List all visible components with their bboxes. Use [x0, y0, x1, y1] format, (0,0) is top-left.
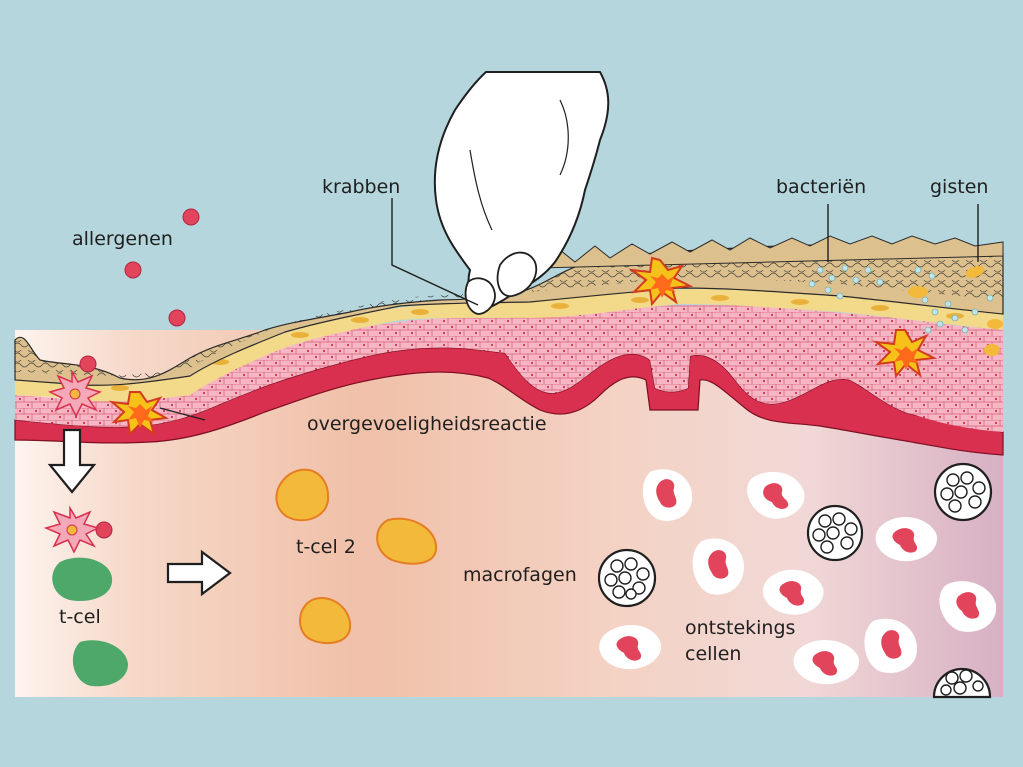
label-inflammatory-1: ontstekings — [685, 617, 796, 639]
dendritic-cell-icon — [47, 369, 103, 418]
damage-burst-icon — [628, 256, 694, 307]
label-tcell2: t-cel 2 — [296, 536, 356, 558]
damage-burst-icon — [872, 329, 938, 379]
yeast-cluster — [908, 266, 1003, 356]
label-macrophages: macrofagen — [463, 564, 577, 586]
right-arrow-icon — [166, 549, 232, 597]
label-scratching: krabben — [322, 176, 401, 198]
label-allergens: allergenen — [72, 228, 173, 250]
allergen-particles — [79, 208, 200, 539]
stratum-mesh — [15, 245, 1003, 380]
down-arrow-icon — [47, 428, 97, 494]
dendritic-cell-icon — [43, 505, 101, 554]
bacteria-cluster — [808, 264, 994, 334]
macrophage-icon — [597, 462, 993, 699]
t-cell-icon — [52, 557, 128, 687]
inflammatory-cell-icon — [599, 469, 997, 685]
damage-burst-icon — [108, 391, 170, 437]
label-yeasts: gisten — [930, 176, 989, 198]
granular-layer — [15, 289, 1003, 402]
leader-lines — [159, 198, 979, 421]
t-cell-2-icon — [275, 468, 438, 645]
epidermis-layer — [15, 305, 1003, 432]
label-inflammatory-2: cellen — [685, 643, 742, 665]
scratching-hand-icon — [433, 71, 610, 315]
label-tcell: t-cel — [59, 606, 101, 628]
label-bacteria: bacteriën — [776, 176, 867, 198]
label-hypersensitivity: overgevoeligheidsreactie — [307, 413, 547, 435]
